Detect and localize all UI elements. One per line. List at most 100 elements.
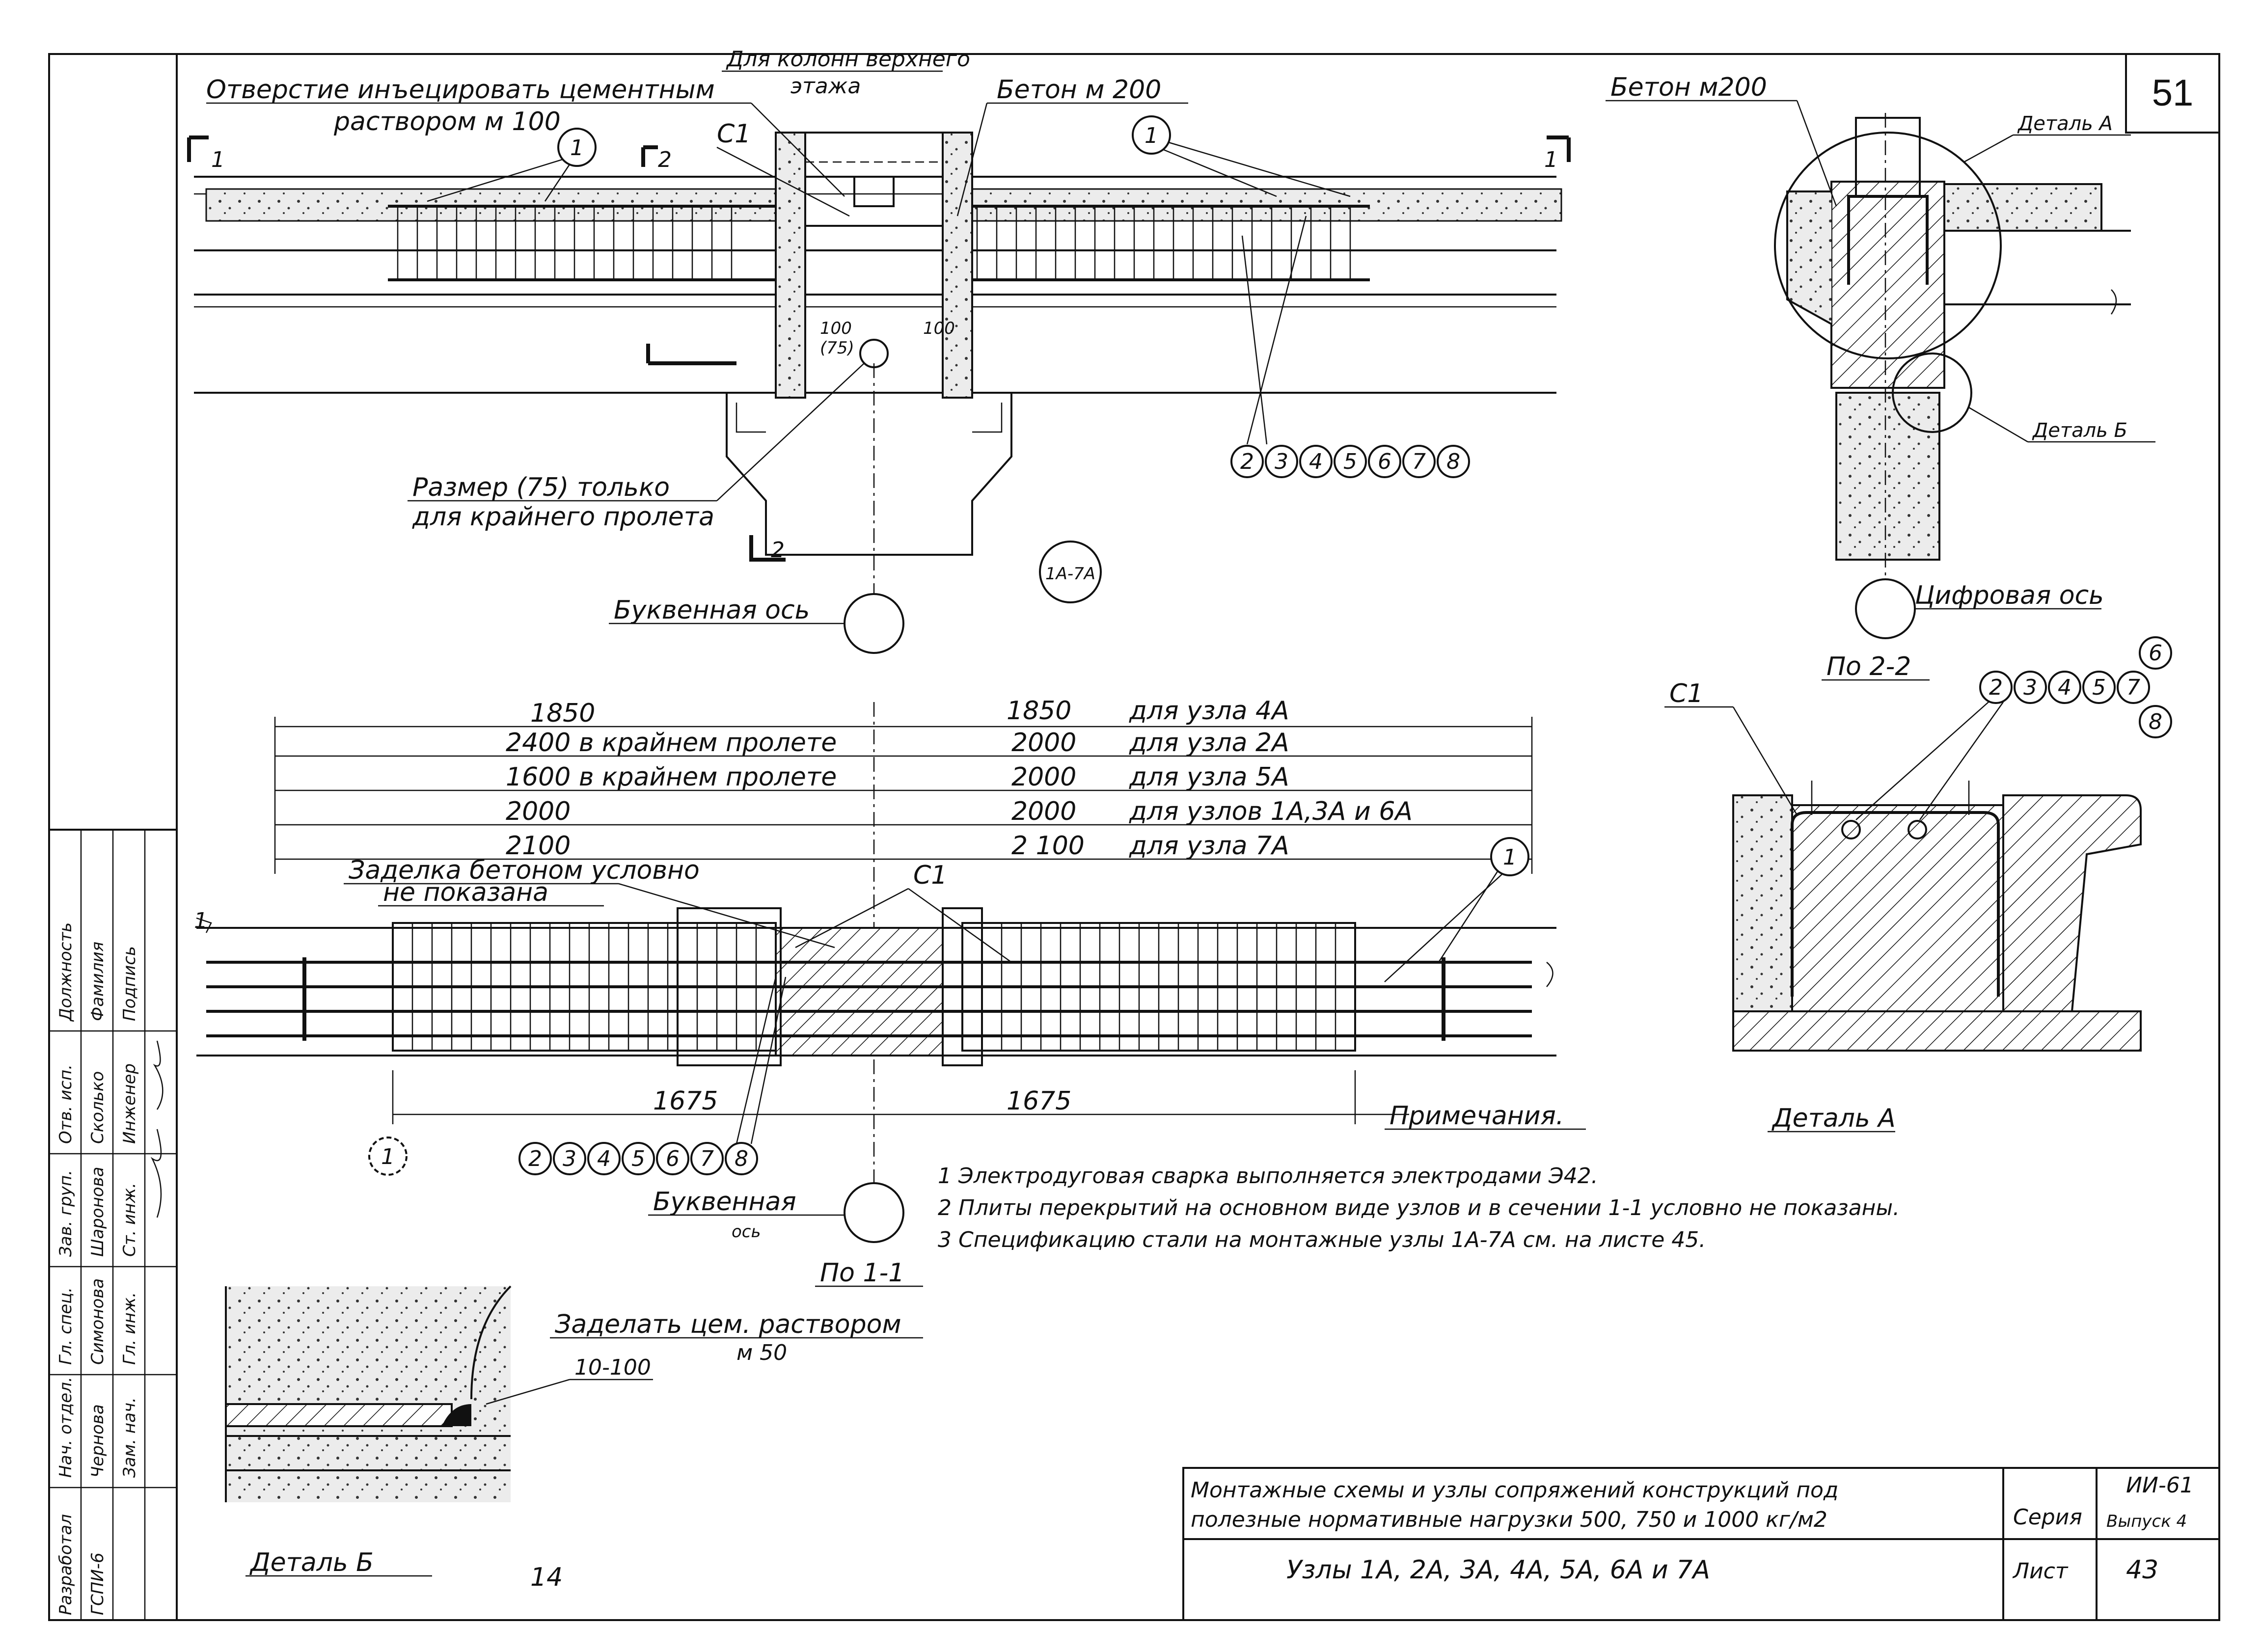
note-2: 2 Плиты перекрытий на основном виде узло…	[938, 1195, 1900, 1220]
dim-row-3-note: для узла 5А	[1129, 762, 1289, 792]
column-lower-right	[1835, 392, 1940, 561]
section-mark-2-top-label: 2	[658, 147, 672, 172]
axis-letter-top: Буквенная ось	[614, 596, 810, 625]
dim-row-5-right: 2 100	[1011, 831, 1085, 861]
callout-22-2: 2	[1989, 675, 2003, 700]
stamp-row-label-4: Зав. груп.	[56, 1170, 76, 1257]
axis-circle-digit	[1855, 578, 1916, 639]
axis-letter-plan-2: ось	[732, 1222, 761, 1242]
note-3: 3 Спецификацию стали на монтажные узлы 1…	[938, 1227, 1706, 1252]
stamp-name-3: Симонова	[88, 1278, 108, 1365]
callout-1-plan-bottom	[368, 1137, 408, 1176]
slab-right	[1924, 183, 2102, 232]
callout-list-top-5: 5	[1343, 449, 1357, 474]
rebar-cage-left	[388, 205, 776, 281]
signature-mark-2	[153, 1040, 164, 1110]
label-concrete-top: Бетон м 200	[997, 75, 1161, 105]
axis-circle-top	[844, 593, 904, 654]
section-mark-2-top	[641, 145, 658, 167]
section-mark-1-left	[187, 135, 209, 162]
stamp-extra-4: Инженер	[120, 1063, 139, 1144]
label-concrete-right: Бетон м200	[1610, 73, 1767, 102]
sheet-value: 43	[2126, 1555, 2158, 1585]
callout-1-plan-label: 1	[1503, 845, 1517, 870]
detail-a-circle	[1774, 132, 2002, 359]
axis-letter-plan: Буквенная	[653, 1187, 796, 1217]
stamp-row-label-3: Гл. спец.	[56, 1287, 76, 1365]
dim-row-2-right: 2000	[1011, 728, 1076, 758]
section-view-right: Бетон м200 Деталь А Деталь Б Цифровая ос…	[1606, 73, 2155, 639]
outer-frame	[48, 53, 2220, 1621]
slab-2-2	[2002, 794, 2142, 1012]
beam-2-2	[1791, 804, 2004, 1012]
stamp-row-label-1: Разработал	[56, 1514, 76, 1615]
signature-mark	[150, 1129, 162, 1218]
stamp-name-5: Сколько	[88, 1071, 108, 1144]
callout-1-top-left-label: 1	[570, 135, 584, 161]
top-elevation: 1 1 2 2 Отверстие инъецировать цементным…	[187, 47, 1571, 654]
callout-list-2-2: 2 3 4 5 7 6 8	[1855, 636, 2172, 820]
stamp-extra-1: Зам. нач.	[120, 1397, 139, 1478]
stamp-name-1: ГСПИ-6	[88, 1552, 108, 1615]
callout-1-plan-bottom-label: 1	[381, 1144, 395, 1169]
dim-row-1-note: для узла 4А	[1129, 696, 1289, 726]
dim-100: 100	[820, 319, 852, 338]
axis-digit-label: Цифровая ось	[1915, 581, 2104, 610]
axis-circle-plan	[844, 1182, 904, 1243]
callout-1-plan	[1490, 837, 1529, 876]
dim-row-3-left: 1600 в крайнем пролете	[506, 762, 837, 792]
callout-22-8: 8	[2149, 709, 2162, 734]
note-size-2: для крайнего пролета	[412, 502, 714, 532]
column-corbel	[726, 393, 1012, 556]
section-mark-1-right-label: 1	[1544, 147, 1558, 172]
callout-list-plan: 2 3 4 5 6 7 8	[518, 976, 787, 1175]
upper-column	[804, 132, 944, 227]
stamp-row-label-2: Нач. отдел.	[56, 1377, 76, 1478]
sheet-number: 51	[2152, 72, 2194, 114]
callout-plan-3: 3	[563, 1146, 576, 1171]
dim-75: (75)	[820, 338, 854, 358]
label-embed-2: не показана	[383, 878, 548, 907]
section-mark-2-bottom-label: 2	[771, 538, 785, 563]
callout-22-7: 7	[2126, 675, 2140, 700]
stamp-extra-3: Ст. инж.	[120, 1183, 139, 1257]
title-desc-1: Монтажные схемы и узлы сопряжений констр…	[1191, 1478, 1838, 1503]
section-1-1-label-2: м 50	[736, 1340, 787, 1365]
title-nodes: Узлы 1А, 2А, 3А, 4А, 5А, 6А и 7А	[1286, 1555, 1710, 1585]
section-1-1-title: По 1-1	[820, 1258, 904, 1288]
callout-list-top-4: 4	[1309, 449, 1323, 474]
callout-1-top-right-label: 1	[1145, 123, 1158, 148]
stamp-header-2: Фамилия	[88, 942, 108, 1021]
dim-row-4-right: 2000	[1011, 797, 1076, 826]
callout-plan-8: 8	[735, 1146, 748, 1171]
grout-hole	[859, 339, 889, 368]
callout-1-top-right	[1132, 115, 1171, 155]
section-mark-2-bottom	[749, 535, 786, 562]
notes-title: Примечания.	[1390, 1101, 1564, 1131]
detail-a-label: Деталь А	[2017, 112, 2113, 135]
mark-c1-top: С1	[717, 119, 751, 149]
callout-plan-4: 4	[597, 1146, 611, 1171]
dim-row-5-note: для узла 7А	[1129, 831, 1289, 861]
stamp-header-1: Должность	[56, 922, 76, 1022]
stamp-row-label-5: Отв. исп.	[56, 1064, 76, 1144]
series-value: ИИ-61	[2126, 1473, 2194, 1498]
dim-row-2-note: для узла 2А	[1129, 728, 1289, 758]
label-column: Для колонн верхнего	[726, 47, 970, 72]
detail-a-title: Деталь А	[1771, 1104, 1896, 1133]
detail-b-circle	[1892, 352, 1972, 433]
rebar-cage-right	[957, 205, 1370, 281]
plan-cage-left	[392, 922, 777, 1052]
stamp-extra-2: Гл. инж.	[120, 1292, 139, 1365]
callout-list-top: 2 3 4 5 6 7 8	[1230, 216, 1470, 478]
label-holes: Отверстие инъецировать цементным	[206, 75, 715, 105]
stamp-name-2: Чернова	[88, 1404, 108, 1478]
label-embed: Заделка бетоном условно	[349, 856, 700, 885]
section-2-2-title: По 2-2	[1826, 652, 1911, 681]
detail-b-body	[226, 1286, 511, 1502]
callout-list-top-8: 8	[1446, 449, 1460, 474]
dim-row-4-note: для узлов 1А,3А и 6А	[1129, 797, 1413, 826]
detail-b-label: Деталь Б	[2032, 419, 2127, 442]
note-1: 1 Электродуговая сварка выполняется элек…	[938, 1164, 1598, 1189]
stirrup-2-2	[1791, 811, 2000, 997]
